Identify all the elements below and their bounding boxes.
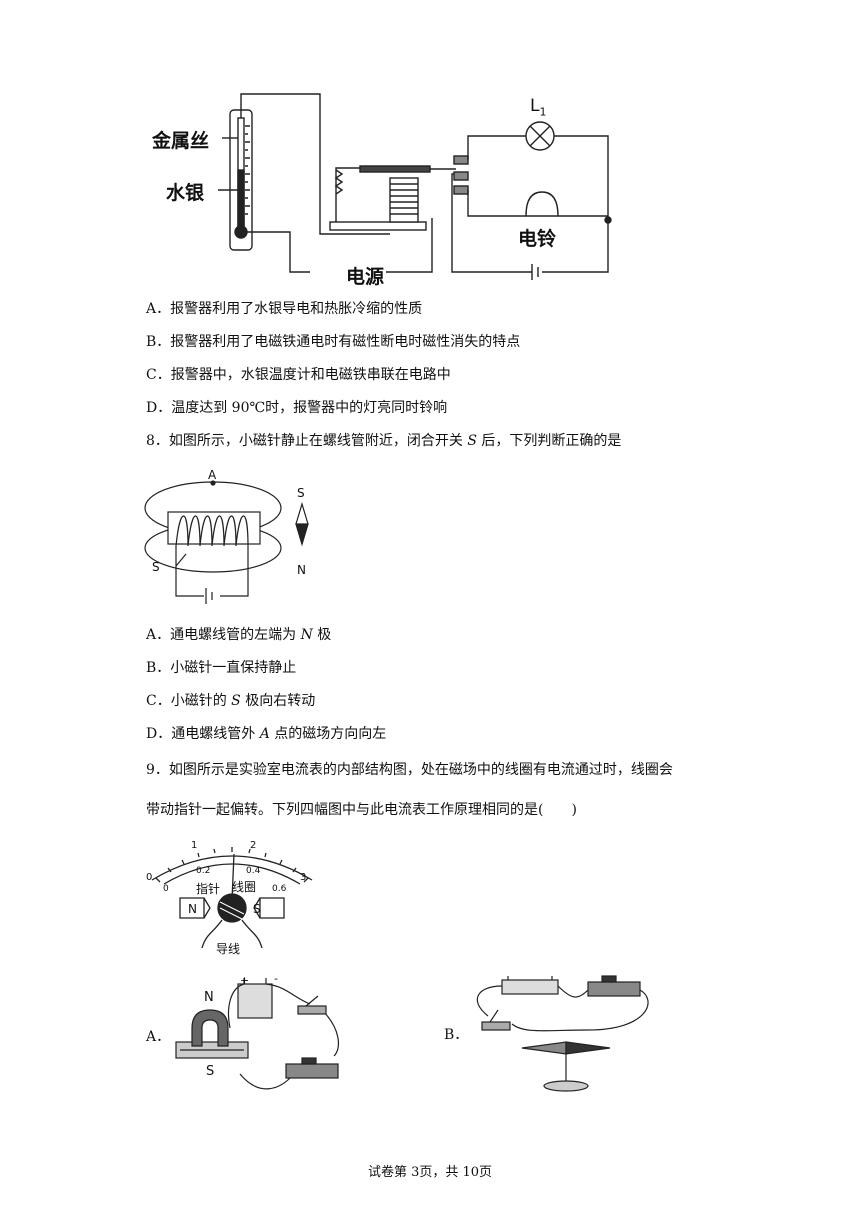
wire-label: 导线 xyxy=(216,942,241,956)
scale-top-3: 3 xyxy=(300,872,307,883)
magnet-s-label: S xyxy=(253,902,261,916)
alarm-bell-label: 电铃 xyxy=(518,228,557,250)
page-footer: 试卷第 3页，共 10页 xyxy=(367,1165,493,1180)
q8-option-b: B．小磁针一直保持静止 xyxy=(146,660,297,676)
coil-label: 线圈 xyxy=(232,880,257,894)
scale-bottom-0: 0 xyxy=(163,884,169,894)
ammeter-figure xyxy=(151,847,313,949)
needle-s-label: S xyxy=(297,486,305,500)
q9-choice-b-label: B． xyxy=(444,1027,469,1043)
magnet-n-label: N xyxy=(188,902,197,916)
choice-a-minus: - xyxy=(274,972,278,985)
q9-stem-line2: 带动指针一起偏转。下列四幅图中与此电流表工作原理相同的是( ) xyxy=(146,802,577,818)
choice-b-figure xyxy=(476,975,649,1092)
scale-top-1: 1 xyxy=(191,840,198,851)
scale-bottom-04: 0.4 xyxy=(246,866,261,876)
needle-n-label: N xyxy=(297,563,306,577)
q8-option-c: C．小磁针的 S 极向右转动 xyxy=(146,693,316,709)
q7-option-b: B．报警器利用了电磁铁通电时有磁性断电时磁性消失的特点 xyxy=(146,334,521,350)
scale-bottom-02: 0.2 xyxy=(196,866,211,876)
q8-option-a: A．通电螺线管的左端为 N 极 xyxy=(146,627,332,643)
choice-a-plus: + xyxy=(240,974,250,987)
q8-option-d: D．通电螺线管外 A 点的磁场方向向左 xyxy=(146,726,387,742)
q9-choice-a-label: A． xyxy=(146,1029,171,1045)
alarm-power-label: 电源 xyxy=(346,266,385,288)
alarm-circuit-figure xyxy=(218,93,612,282)
solenoid-figure xyxy=(144,480,309,604)
pointer-label: 指针 xyxy=(196,882,221,896)
solenoid-point-a: A xyxy=(208,468,217,482)
q7-option-a: A．报警器利用了水银导电和热胀冷缩的性质 xyxy=(146,301,423,317)
q9-stem-line1: 9．如图所示是实验室电流表的内部结构图，处在磁场中的线圈有电流通过时，线圈会 xyxy=(146,762,673,778)
scale-bottom-06: 0.6 xyxy=(272,884,287,894)
q8-stem: 8．如图所示，小磁针静止在螺线管附近，闭合开关 S 后，下列判断正确的是 xyxy=(146,433,622,449)
alarm-wire-label: 金属丝 xyxy=(152,130,210,152)
choice-a-figure xyxy=(175,978,340,1090)
alarm-lamp-label: L1 xyxy=(530,96,547,119)
scale-top-0: 0 xyxy=(146,872,153,883)
choice-a-n: N xyxy=(204,990,214,1005)
q7-option-d: D．温度达到 90℃时，报警器中的灯亮同时铃响 xyxy=(146,400,448,416)
q7-option-c: C．报警器中，水银温度计和电磁铁串联在电路中 xyxy=(146,367,451,383)
alarm-mercury-label: 水银 xyxy=(166,182,205,204)
scale-top-2: 2 xyxy=(250,840,257,851)
solenoid-switch-s: S xyxy=(152,560,160,574)
choice-a-s: S xyxy=(206,1064,215,1079)
